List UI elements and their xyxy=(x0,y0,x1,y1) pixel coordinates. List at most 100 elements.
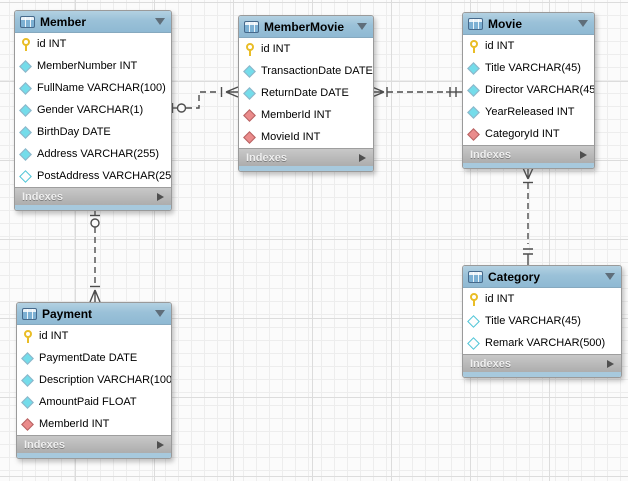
crow-foot-symbol xyxy=(89,289,101,303)
primary-key-icon xyxy=(243,42,256,56)
zero-circle-symbol xyxy=(90,218,100,228)
column-label: id INT xyxy=(485,293,515,305)
collapse-triangle-icon[interactable] xyxy=(605,273,615,280)
table-column[interactable]: ReturnDate DATE xyxy=(239,82,373,104)
table-column[interactable]: Director VARCHAR(45) xyxy=(463,79,594,101)
table-header[interactable]: Member xyxy=(15,11,171,33)
table-title: Member xyxy=(40,14,87,29)
crow-foot-symbol xyxy=(522,167,534,180)
table-category[interactable]: Category id INT Title VARCHAR(45) Remark… xyxy=(462,265,622,378)
column-diamond-icon xyxy=(467,84,480,97)
table-column[interactable]: CategoryId INT xyxy=(463,123,594,145)
indexes-bar[interactable]: Indexes xyxy=(463,354,621,372)
table-column[interactable]: MovieId INT xyxy=(239,126,373,148)
table-title: MemberMovie xyxy=(264,19,345,34)
column-diamond-icon xyxy=(21,374,34,387)
table-payment[interactable]: Payment id INT PaymentDate DATE Descript… xyxy=(16,302,172,459)
expand-arrow-icon[interactable] xyxy=(157,440,164,449)
column-label: PaymentDate DATE xyxy=(39,352,138,364)
table-bottom-strip xyxy=(463,372,621,377)
table-column[interactable]: id INT xyxy=(463,35,594,57)
table-column[interactable]: Remark VARCHAR(500) xyxy=(463,332,621,354)
table-column[interactable]: MemberNumber INT xyxy=(15,55,171,77)
table-column[interactable]: Address VARCHAR(255) xyxy=(15,143,171,165)
collapse-triangle-icon[interactable] xyxy=(578,20,588,27)
indexes-label: Indexes xyxy=(470,148,511,161)
table-column[interactable]: Gender VARCHAR(1) xyxy=(15,99,171,121)
table-column[interactable]: id INT xyxy=(463,288,621,310)
collapse-triangle-icon[interactable] xyxy=(155,310,165,317)
column-label: MovieId INT xyxy=(261,131,321,143)
table-column[interactable]: id INT xyxy=(17,325,171,347)
table-bottom-strip xyxy=(15,205,171,210)
column-diamond-icon xyxy=(19,148,32,161)
column-label: Gender VARCHAR(1) xyxy=(37,104,144,116)
table-column[interactable]: Title VARCHAR(45) xyxy=(463,310,621,332)
table-bottom-strip xyxy=(239,166,373,171)
table-column[interactable]: MemberId INT xyxy=(239,104,373,126)
indexes-bar[interactable]: Indexes xyxy=(239,148,373,166)
table-column[interactable]: PostAddress VARCHAR(255) xyxy=(15,165,171,187)
table-column[interactable]: PaymentDate DATE xyxy=(17,347,171,369)
column-label: ReturnDate DATE xyxy=(261,87,349,99)
table-column[interactable]: Description VARCHAR(100) xyxy=(17,369,171,391)
primary-key-icon xyxy=(21,329,34,343)
indexes-bar[interactable]: Indexes xyxy=(463,145,594,163)
relationship-member-payment[interactable] xyxy=(89,210,101,303)
relationship-membermovie-movie[interactable] xyxy=(371,86,462,98)
indexes-bar[interactable]: Indexes xyxy=(17,435,171,453)
table-column[interactable]: MemberId INT xyxy=(17,413,171,435)
table-column[interactable]: Title VARCHAR(45) xyxy=(463,57,594,79)
relationship-member-membermovie[interactable] xyxy=(170,86,239,113)
crow-foot-symbol xyxy=(225,86,239,98)
expand-arrow-icon[interactable] xyxy=(157,192,164,201)
expand-arrow-icon[interactable] xyxy=(359,153,366,162)
collapse-triangle-icon[interactable] xyxy=(357,23,367,30)
table-title: Payment xyxy=(42,306,93,321)
relationship-movie-category[interactable] xyxy=(522,167,534,265)
column-label: MemberId INT xyxy=(261,109,332,121)
table-icon xyxy=(244,20,259,33)
column-label: FullName VARCHAR(100) xyxy=(37,82,166,94)
indexes-bar[interactable]: Indexes xyxy=(15,187,171,205)
column-label: id INT xyxy=(485,40,515,52)
column-label: BirthDay DATE xyxy=(37,126,111,138)
column-label: YearReleased INT xyxy=(485,106,575,118)
table-column[interactable]: AmountPaid FLOAT xyxy=(17,391,171,413)
expand-arrow-icon[interactable] xyxy=(607,359,614,368)
indexes-label: Indexes xyxy=(24,438,65,451)
table-column[interactable]: FullName VARCHAR(100) xyxy=(15,77,171,99)
table-column[interactable]: BirthDay DATE xyxy=(15,121,171,143)
expand-arrow-icon[interactable] xyxy=(580,150,587,159)
column-label: CategoryId INT xyxy=(485,128,560,140)
column-diamond-icon xyxy=(467,62,480,75)
column-diamond-icon xyxy=(21,352,34,365)
primary-key-icon xyxy=(467,292,480,306)
table-header[interactable]: Payment xyxy=(17,303,171,325)
table-column[interactable]: YearReleased INT xyxy=(463,101,594,123)
column-label: Title VARCHAR(45) xyxy=(485,315,581,327)
table-movie[interactable]: Movie id INT Title VARCHAR(45) Director … xyxy=(462,12,595,169)
table-column[interactable]: TransactionDate DATE xyxy=(239,60,373,82)
column-label: Title VARCHAR(45) xyxy=(485,62,581,74)
column-diamond-icon xyxy=(19,104,32,117)
table-header[interactable]: Category xyxy=(463,266,621,288)
column-label: id INT xyxy=(261,43,291,55)
table-header[interactable]: MemberMovie xyxy=(239,16,373,38)
table-header[interactable]: Movie xyxy=(463,13,594,35)
table-icon xyxy=(468,17,483,30)
table-column[interactable]: id INT xyxy=(15,33,171,55)
collapse-triangle-icon[interactable] xyxy=(155,18,165,25)
table-member[interactable]: Member id INT MemberNumber INT FullName … xyxy=(14,10,172,211)
primary-key-icon xyxy=(467,39,480,53)
indexes-label: Indexes xyxy=(246,151,287,164)
double-bar-symbol xyxy=(523,248,533,255)
table-membermovie[interactable]: MemberMovie id INT TransactionDate DATE … xyxy=(238,15,374,172)
crow-foot-symbol xyxy=(371,86,385,98)
column-label: Remark VARCHAR(500) xyxy=(485,337,606,349)
table-column[interactable]: id INT xyxy=(239,38,373,60)
nullable-diamond-icon xyxy=(19,170,32,183)
table-bottom-strip xyxy=(463,163,594,168)
table-icon xyxy=(20,15,35,28)
